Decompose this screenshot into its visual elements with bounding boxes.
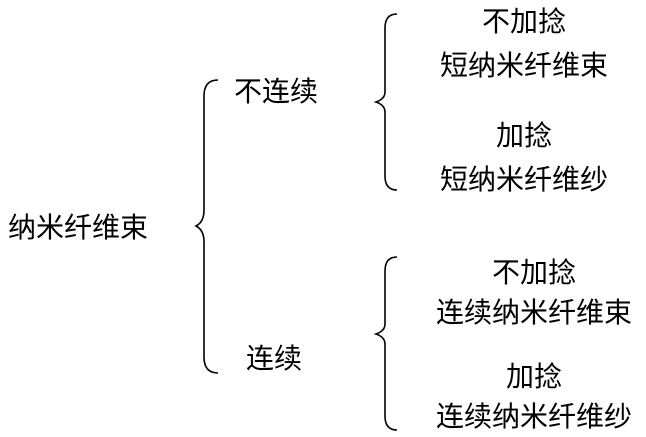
leaf-3-line1: 不加捻 [491,256,577,289]
root-label: 纳米纤维束 [8,211,149,244]
leaf-3-line2: 连续纳米纤维束 [435,296,633,329]
leaf-2-line2: 短纳米纤维纱 [439,163,609,196]
root-brace [194,79,219,374]
leaf-4-line2: 连续纳米纤维纱 [435,400,633,433]
branch-label-continuous: 连续 [246,342,303,375]
branch-label-discontinuous: 不连续 [234,75,319,108]
branch-2-brace [373,256,398,431]
leaf-1-line1: 不加捻 [481,5,567,38]
leaf-4-line1: 加捻 [505,360,563,393]
branch-1-brace [373,13,398,191]
leaf-1-line2: 短纳米纤维束 [439,49,609,82]
leaf-2-line1: 加捻 [495,119,553,152]
